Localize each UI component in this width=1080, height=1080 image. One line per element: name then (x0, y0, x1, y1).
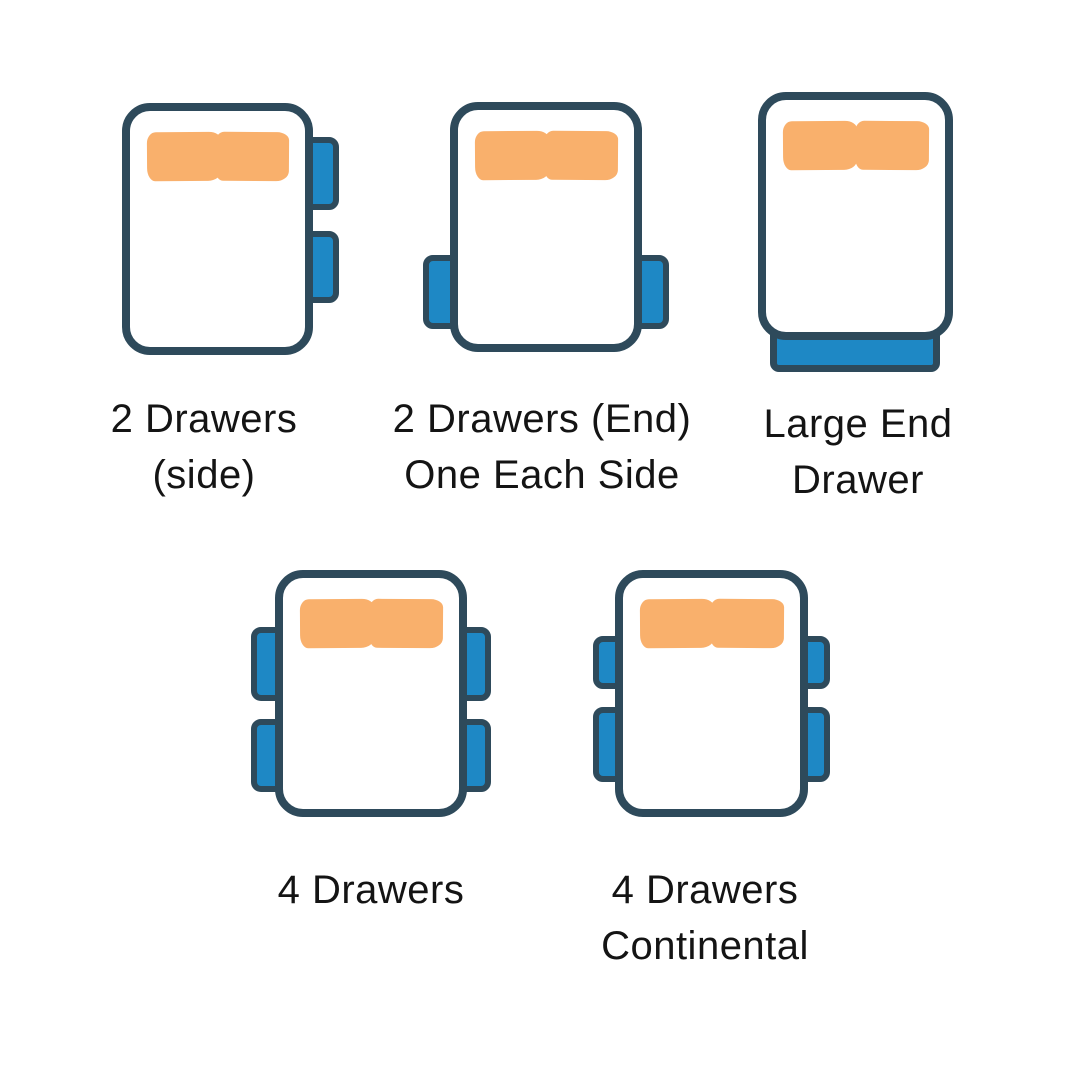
bed-diagram-2-drawers-end (423, 102, 669, 352)
caption-4-drawers: 4 Drawers (219, 862, 523, 918)
bed-diagram-4-drawers-continental (593, 570, 830, 817)
bed-mattress (450, 102, 642, 352)
bed-mattress (615, 570, 808, 817)
pillow-left (782, 120, 858, 171)
bed-diagram-4-drawers (251, 570, 491, 817)
pillow-left (299, 598, 375, 649)
pillow-right (543, 130, 619, 181)
pillow-left (146, 131, 222, 182)
bed-mattress (275, 570, 467, 817)
caption-line: 4 Drawers (277, 868, 465, 912)
bed-mattress (122, 103, 313, 355)
pillow-right (368, 598, 444, 649)
caption-line: Continental (601, 924, 809, 968)
caption-line: 2 Drawers (110, 397, 298, 441)
caption-line: One Each Side (404, 453, 680, 497)
pillow-left (639, 598, 715, 649)
pillow-left (474, 130, 550, 181)
pillow-right (854, 120, 930, 171)
pillow-right (214, 131, 290, 182)
caption-2-drawers-side: 2 Drawers (side) (52, 391, 356, 503)
bed-diagram-large-end-drawer (758, 92, 953, 372)
caption-line: 2 Drawers (End) (392, 397, 692, 441)
pillow-right (709, 598, 785, 649)
caption-line: (side) (152, 453, 256, 497)
caption-2-drawers-end: 2 Drawers (End) One Each Side (381, 391, 703, 503)
bed-mattress (758, 92, 953, 340)
caption-line: Large End (763, 402, 953, 446)
caption-4-drawers-continental: 4 Drawers Continental (553, 862, 857, 974)
caption-large-end-drawer: Large End Drawer (706, 396, 1010, 508)
caption-line: Drawer (792, 458, 924, 502)
caption-line: 4 Drawers (611, 868, 799, 912)
bed-diagram-2-drawers-side (122, 103, 339, 355)
